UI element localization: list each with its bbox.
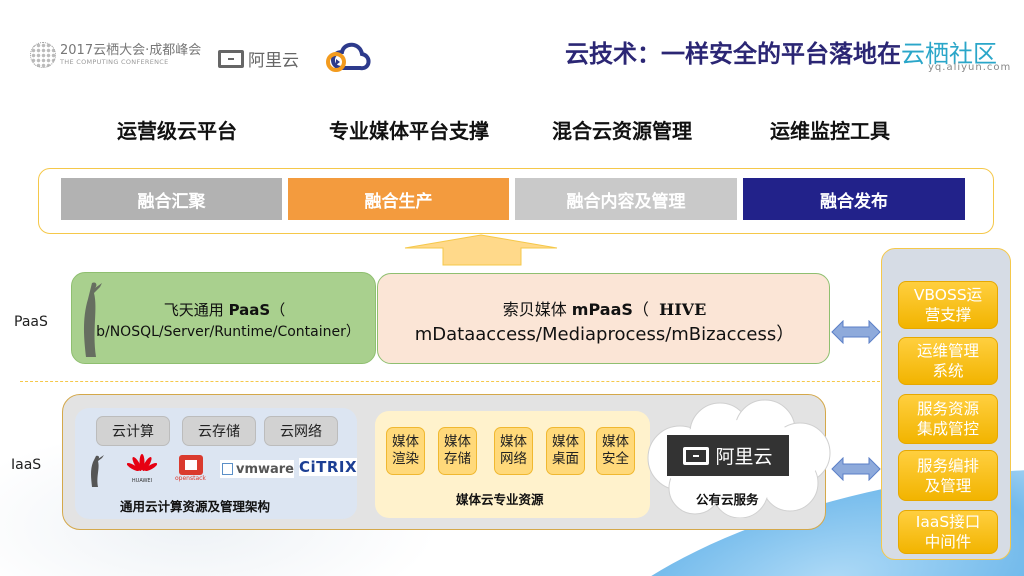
- page-title: 云技术：一样安全的平台落地在云栖社区: [565, 34, 997, 69]
- brand-url: yq.aliyun.com: [928, 62, 1012, 73]
- paas-layer-label: PaaS: [14, 314, 48, 330]
- openstack-mark-icon: [179, 455, 203, 475]
- iaas-middleware-box: IaaS接口中间件: [898, 510, 998, 554]
- double-arrow-paas-icon: [831, 320, 881, 344]
- aliyun-public-text: 阿里云: [715, 446, 773, 468]
- title-main: 云技术：一样安全的平台落地在: [565, 40, 901, 68]
- title-brand: 云栖社区: [901, 40, 997, 68]
- aliyun-public-mark-icon: [683, 446, 710, 465]
- huawei-petals-icon: [126, 454, 158, 472]
- fusion-publish: 融合发布: [743, 178, 965, 220]
- feitian-line2: b/NOSQL/Server/Runtime/Container）: [96, 324, 360, 340]
- category-hybrid-cloud: 混合云资源管理: [552, 119, 692, 143]
- media-storage-box: 媒体存储: [438, 427, 477, 475]
- fusion-production: 融合生产: [288, 178, 509, 220]
- public-cloud-caption: 公有云服务: [696, 492, 759, 507]
- double-arrow-iaas-icon: [831, 457, 881, 481]
- conference-logo-subtitle: THE COMPUTING CONFERENCE: [60, 58, 169, 66]
- openstack-logo: openstack: [175, 455, 209, 489]
- iaas-layer-label: IaaS: [11, 457, 42, 473]
- cloud-storage-item: 云存储: [182, 416, 256, 446]
- category-ops-monitoring: 运维监控工具: [770, 119, 890, 143]
- fusion-aggregate: 融合汇聚: [61, 178, 282, 220]
- sobey-line2: mDataaccess/Mediaprocess/mBizaccess）: [414, 324, 795, 345]
- sobey-line1: 索贝媒体 mPaaS（ HIVE: [502, 300, 707, 319]
- feitian-paas-box: 飞天通用 PaaS（ b/NOSQL/Server/Runtime/Contai…: [71, 272, 376, 364]
- media-render-box: 媒体渲染: [386, 427, 425, 475]
- cloud-compute-item: 云计算: [96, 416, 170, 446]
- feitian-small-icon: [91, 455, 104, 487]
- conference-mark-icon: [30, 42, 56, 68]
- category-media-platform: 专业媒体平台支撑: [329, 119, 489, 143]
- resource-integration-box: 服务资源集成管控: [898, 394, 998, 444]
- cloud-network-item: 云网络: [264, 416, 338, 446]
- sobey-cloud-logo-icon: [326, 42, 371, 72]
- aliyun-logo: 阿里云: [218, 46, 299, 71]
- aliyun-mark-icon: [218, 49, 244, 68]
- vmware-text: vmware: [235, 461, 294, 477]
- general-resources-caption: 通用云计算资源及管理架构: [120, 499, 271, 514]
- media-desktop-box: 媒体桌面: [546, 427, 585, 475]
- aliyun-public-logo: 阿里云: [667, 435, 789, 476]
- openstack-text: openstack: [175, 475, 206, 482]
- feitian-figure-icon: [84, 282, 102, 357]
- vmware-mark-icon: [222, 463, 233, 475]
- media-network-box: 媒体网络: [494, 427, 533, 475]
- service-orchestration-box: 服务编排及管理: [898, 450, 998, 501]
- ops-management-box: 运维管理系统: [898, 337, 998, 385]
- layer-divider: [20, 381, 880, 382]
- citrix-logo: CiTRIX: [299, 458, 358, 476]
- fusion-content-management: 融合内容及管理: [515, 178, 737, 220]
- media-resources-caption: 媒体云专业资源: [456, 492, 544, 507]
- vboss-box: VBOSS运营支撑: [898, 281, 998, 329]
- huawei-text: HUAWEI: [131, 478, 153, 484]
- huawei-logo: HUAWEI: [124, 454, 160, 484]
- feitian-line1: 飞天通用 PaaS（: [163, 301, 286, 319]
- category-operator-cloud: 运营级云平台: [117, 119, 237, 143]
- conference-logo-title: 2017云栖大会·成都峰会: [60, 43, 202, 58]
- vmware-logo: vmware: [220, 460, 294, 478]
- sobey-mpaas-box: 索贝媒体 mPaaS（ HIVE mDataaccess/Mediaproces…: [377, 273, 830, 364]
- media-security-box: 媒体安全: [596, 427, 635, 475]
- up-arrow-icon: [404, 234, 558, 266]
- aliyun-logo-text: 阿里云: [248, 51, 299, 71]
- conference-logo: 2017云栖大会·成都峰会 THE COMPUTING CONFERENCE: [30, 42, 201, 68]
